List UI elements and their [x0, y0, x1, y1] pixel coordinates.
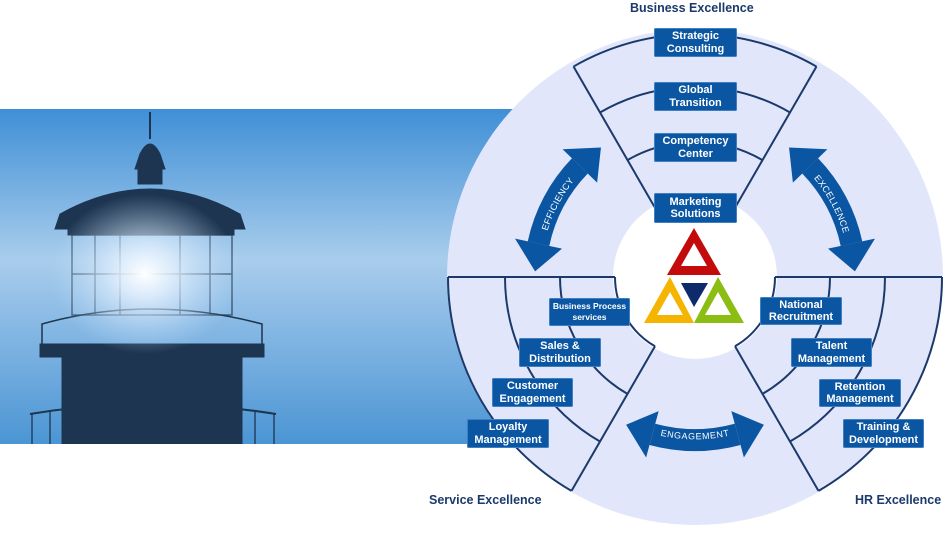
box-line: Consulting	[666, 42, 725, 55]
box-line: Solutions	[670, 208, 721, 220]
box-line: Business Process	[552, 301, 627, 311]
triangle-logo	[644, 228, 744, 323]
hr-sector-arc	[789, 276, 886, 443]
box-line: Sales &	[540, 340, 580, 352]
box-line: Training &	[856, 421, 911, 433]
box-line: Strategic	[671, 30, 720, 42]
title-service-excellence: Service Excellence	[429, 493, 542, 507]
box-line: Transition	[669, 96, 722, 109]
box-line: services	[572, 312, 607, 322]
excellence-arrow-shaft	[802, 158, 863, 247]
box-line: Recruitment	[768, 311, 834, 323]
box-line: Center	[678, 147, 713, 160]
engagement-arrow: ENGAGEMENT	[626, 411, 764, 458]
logo-green-triangle-inner	[705, 292, 731, 315]
box-line: Customer	[506, 380, 559, 392]
box-line: Engagement	[499, 392, 566, 405]
engagement-arrow-label: ENGAGEMENT	[660, 428, 730, 442]
hr-sector-divider	[734, 345, 820, 492]
efficiency-arrow-shaft	[527, 158, 588, 247]
excellence-arrow-head	[828, 238, 875, 272]
logo-navy-triangle	[681, 283, 708, 307]
box-line: Management	[797, 352, 866, 365]
box-sales-distribution[interactable]: Sales &Distribution	[519, 338, 601, 367]
box-line: Distribution	[529, 352, 591, 365]
efficiency-arrow-head	[515, 238, 562, 272]
box-line: Management	[826, 393, 894, 405]
business-sector-divider	[572, 66, 656, 209]
service-sector-divider	[570, 345, 656, 492]
box-line: Loyalty	[488, 421, 528, 433]
title-hr-excellence: HR Excellence	[855, 493, 942, 507]
box-line: Development	[848, 433, 919, 446]
lighthouse-photo	[0, 109, 520, 444]
engagement-arrow-head	[626, 411, 659, 458]
box-line: Global	[678, 84, 713, 96]
title-business-excellence: Business Excellence	[630, 1, 754, 15]
engagement-arrow-head	[731, 411, 764, 458]
excellence-arrow-head	[789, 147, 828, 183]
box-line: Marketing	[669, 195, 722, 208]
box-line: National	[779, 298, 823, 311]
logo-yellow-triangle-inner	[657, 292, 683, 315]
box-line: Talent	[815, 340, 848, 352]
logo-red-triangle-inner	[681, 243, 707, 266]
efficiency-arrow-head	[562, 147, 601, 183]
box-training-development[interactable]: Training &Development	[843, 419, 924, 448]
service-sector-arc	[447, 276, 573, 492]
engagement-arrow-shaft	[649, 423, 741, 451]
business-sector-divider	[734, 66, 818, 209]
service-sector-arc	[504, 276, 601, 443]
box-line: Competency	[662, 135, 729, 147]
box-line: Retention	[834, 380, 886, 393]
box-line: Management	[474, 433, 542, 446]
hr-sector-arc	[817, 276, 943, 492]
